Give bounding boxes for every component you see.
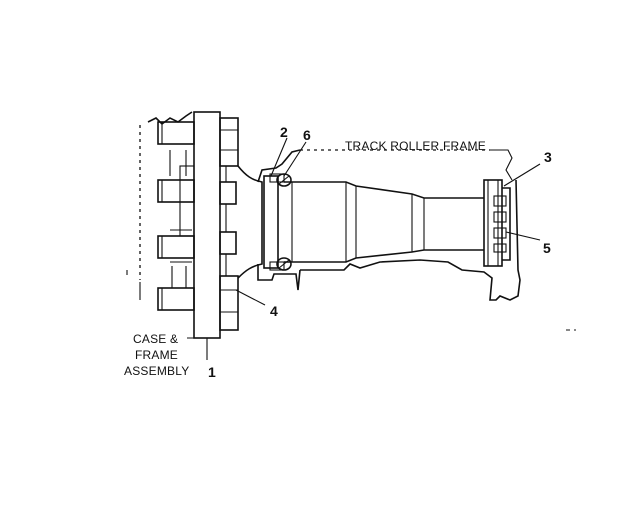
end-retainer (483, 179, 511, 267)
callout-4: 4 (270, 303, 278, 319)
seal-ring (263, 173, 285, 271)
leader-lines (187, 137, 541, 339)
retainer-screws (493, 195, 507, 253)
case-frame-label-line2: FRAME (135, 348, 178, 362)
callout-2: 2 (280, 124, 288, 140)
case-frame-label-line3: ASSEMBLY (124, 364, 189, 378)
callout-6: 6 (303, 127, 311, 143)
mounting-bolts (219, 117, 239, 331)
case-frame-label-line1: CASE & (133, 332, 178, 346)
roller-shaft (284, 181, 484, 263)
callout-1: 1 (208, 364, 216, 380)
track-roller-frame-label: TRACK ROLLER FRAME (345, 139, 486, 153)
case-frame-assembly (139, 111, 195, 311)
flange-body (237, 165, 263, 279)
mounting-plate (193, 111, 221, 360)
callout-5: 5 (543, 240, 551, 256)
callout-3: 3 (544, 149, 552, 165)
o-ring (276, 173, 292, 271)
track-roller-frame (257, 149, 521, 301)
